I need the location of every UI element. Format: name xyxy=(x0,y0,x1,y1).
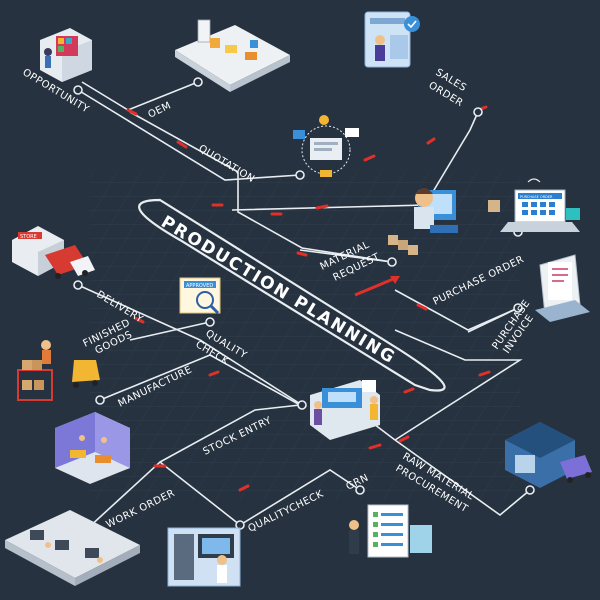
track-quotation-material xyxy=(129,111,393,263)
label-oem: OEM xyxy=(146,100,173,121)
track-purchase-invoice xyxy=(467,307,519,333)
delivery-illustration: STORE xyxy=(12,226,95,279)
track-opportunity-quotation xyxy=(77,89,301,181)
material-request-illustration xyxy=(388,188,458,255)
sales-order-illustration xyxy=(364,11,420,68)
qualitycheck-illustration xyxy=(167,527,241,587)
purchase-order-badge: PURCHASE ORDER xyxy=(520,195,553,199)
quality-check-illustration: APPROVED xyxy=(179,277,221,315)
flow-tracks xyxy=(74,81,531,541)
track-to-material-request xyxy=(299,249,393,263)
purchase-invoice-illustration xyxy=(535,254,590,322)
finished-goods-illustration xyxy=(17,340,100,401)
track-right-loop xyxy=(394,329,523,441)
store-sign: STORE xyxy=(20,234,37,240)
manufacture-illustration xyxy=(55,412,130,484)
track-stock-entry xyxy=(159,404,301,463)
track-delivery-stock xyxy=(77,284,303,406)
red-arrow-icon xyxy=(354,275,400,297)
center-track xyxy=(138,198,446,392)
quotation-illustration xyxy=(293,115,359,177)
red-markers xyxy=(126,105,491,492)
track-quality-check xyxy=(129,321,211,341)
track-work-order xyxy=(74,460,241,541)
track-manufacture xyxy=(99,354,301,406)
approved-badge: APPROVED xyxy=(186,283,213,289)
stock-entry-illustration xyxy=(310,380,380,440)
track-qualitycheck xyxy=(239,469,361,526)
track-raw-material xyxy=(394,439,531,517)
grn-illustration xyxy=(349,504,432,558)
work-order-illustration xyxy=(5,510,140,586)
oem-illustration xyxy=(175,19,290,92)
opportunity-illustration xyxy=(40,28,92,82)
track-oem xyxy=(81,81,199,111)
purchase-order-illustration: PURCHASE ORDER xyxy=(488,178,580,232)
track-sales-order xyxy=(231,111,479,211)
raw-material-illustration xyxy=(505,422,592,488)
